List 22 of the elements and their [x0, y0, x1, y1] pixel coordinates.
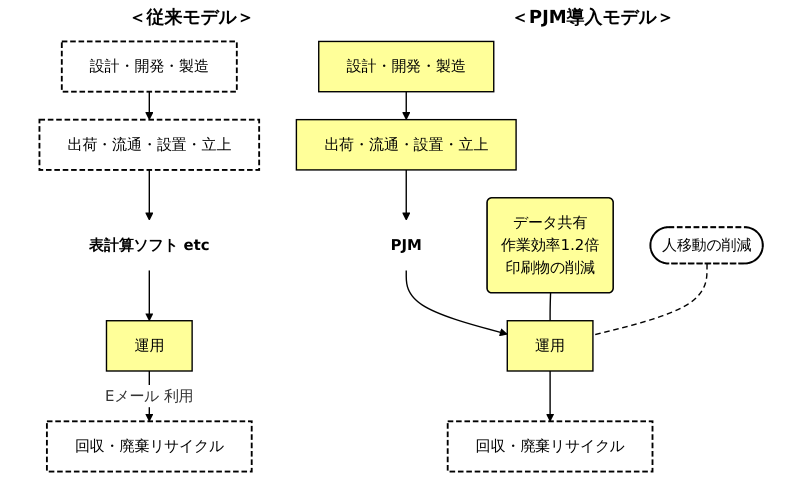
- column-heading: ＜従来モデル＞: [128, 6, 254, 29]
- arrow: [146, 170, 154, 221]
- node-text: PJM: [390, 236, 422, 254]
- edge-label: Eメール 利用: [105, 386, 194, 405]
- connector: [593, 264, 708, 336]
- node-box: 出荷・流通・設置・立上: [296, 118, 518, 171]
- arrow: [146, 92, 154, 120]
- column-heading: ＜PJM導入モデル＞: [510, 6, 675, 29]
- connector: [550, 293, 552, 321]
- node-box: 回収・廃棄リサイクル: [447, 420, 654, 472]
- node-box: 回収・廃棄リサイクル: [46, 420, 254, 472]
- node-box: 設計・開発・製造: [318, 40, 495, 92]
- node-box: 設計・開発・製造: [61, 40, 238, 93]
- arrow: [146, 270, 154, 322]
- arrow: [546, 371, 555, 422]
- arrow: [402, 92, 411, 120]
- node-box: 出荷・流通・設置・立上: [38, 118, 260, 171]
- node-box: 運用: [506, 320, 594, 372]
- arrow: [406, 270, 508, 336]
- node-text: 表計算ソフト etc: [89, 236, 210, 254]
- node-box: 運用: [106, 320, 194, 372]
- arrow: [402, 170, 411, 221]
